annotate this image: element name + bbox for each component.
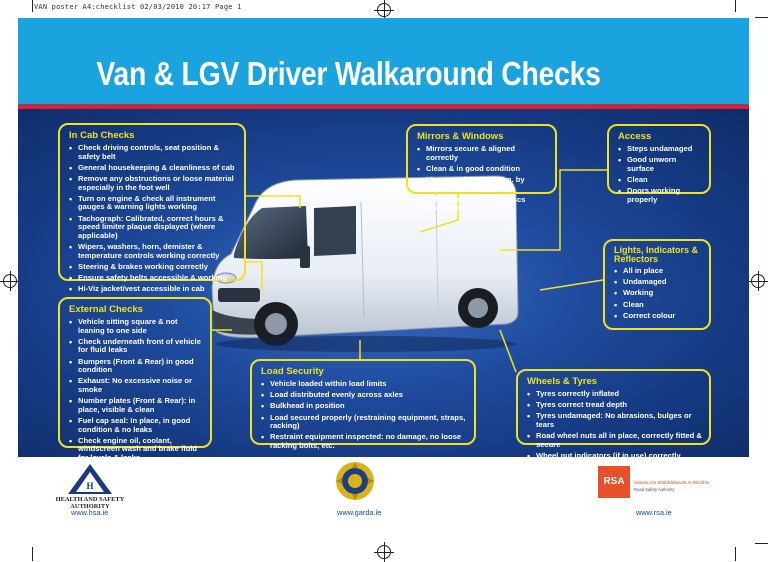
access-panel: Access Steps undamaged Good unworn surfa…: [607, 124, 711, 204]
rsa-name: Road Safety Authority: [634, 487, 675, 492]
registration-mark: [0, 271, 20, 291]
garda-link[interactable]: www.garda.ie: [337, 508, 382, 517]
checklist-item: Check driving controls, seat position & …: [69, 143, 238, 161]
checklist-item: Correct colour: [614, 311, 703, 320]
title-band: Van & LGV Driver Walkaround Checks: [18, 18, 749, 104]
checklist-item: Working: [614, 289, 703, 298]
checklist-item: View not obstructed e.g. by stickers, et…: [417, 175, 549, 193]
checklist-item: Vehicle sitting square & not leaning to …: [69, 317, 204, 335]
checklist-item: Load secured properly (restraining equip…: [261, 413, 468, 431]
checklist-item: Mirrors secure & aligned correctly: [417, 144, 549, 162]
checklist-item: Vehicle loaded within load limits: [261, 379, 468, 388]
svg-text:H: H: [86, 481, 93, 491]
crop-mark: [755, 17, 768, 18]
checklist-item: Undamaged: [614, 278, 703, 287]
rsa-link[interactable]: www.rsa.ie: [636, 508, 672, 517]
checklist-item: Tyres correct tread depth: [527, 401, 703, 410]
checklist-item: Restraint equipment inspected: no damage…: [261, 432, 468, 450]
registration-mark: [748, 271, 768, 291]
checklist-item: Clean: [614, 300, 703, 309]
lights-indicators-panel: Lights, Indicators & Reflectors All in p…: [603, 239, 711, 330]
checklist-item: Bulkhead in position: [261, 402, 468, 411]
checklist-item: Number plates (Front & Rear): in place, …: [69, 396, 204, 414]
hsa-link[interactable]: www.hsa.ie: [71, 508, 109, 517]
load-security-panel: Load Security Vehicle loaded within load…: [250, 359, 476, 450]
checklist-item: Tyres undamaged: No abrasions, bulges or…: [527, 412, 703, 429]
checklist-item: All in place: [614, 266, 703, 275]
crop-mark: [32, 547, 33, 561]
checklist-item: Exhaust: No excessive noise or smoke: [69, 376, 204, 394]
checklist-item: Load distributed evenly across axles: [261, 391, 468, 400]
checklist-item: Remove any obstructions or loose materia…: [69, 174, 238, 192]
checklist-item: Clean & in good condition: [417, 164, 549, 173]
wheels-tyres-panel: Wheels & Tyres Tyres correctly inflated …: [516, 369, 711, 468]
checklist-item: Clean: [618, 175, 703, 184]
registration-mark: [374, 0, 394, 20]
checklist-item: General housekeeping & cleanliness of ca…: [69, 163, 238, 172]
crop-mark: [735, 0, 736, 12]
rsa-irish-name: Údarás Um Shábháilteacht Ar Bhóithre: [634, 480, 710, 485]
checklist-item: Check engine oil, coolant, windscreen wa…: [69, 436, 204, 463]
checklist-item: Valid insurance & Tax discs displayed: [417, 195, 549, 213]
checklist-item: Wipers, washers, horn, demister & temper…: [69, 242, 238, 260]
external-checks-heading: External Checks: [69, 304, 143, 315]
checklist-item: Doors working properly: [618, 186, 703, 204]
crop-mark: [735, 547, 736, 561]
mirrors-windows-heading: Mirrors & Windows: [417, 131, 504, 142]
checklist-item: Road wheel nuts all in place, correctly …: [527, 431, 703, 449]
access-heading: Access: [618, 131, 652, 142]
external-checks-panel: External Checks Vehicle sitting square &…: [58, 297, 212, 462]
mirrors-windows-panel: Mirrors & Windows Mirrors secure & align…: [406, 124, 557, 212]
checklist-item: Check underneath front of vehicle for fl…: [69, 337, 204, 355]
checklist-item: Fuel cap seal: In place, in good conditi…: [69, 416, 204, 434]
load-security-heading: Load Security: [261, 366, 324, 377]
checklist-item: Tyres correctly inflated: [527, 389, 703, 398]
registration-mark: [374, 542, 394, 562]
in-cab-checks-heading: In Cab Checks: [69, 130, 135, 141]
rsa-logo-icon: RSA: [598, 466, 630, 498]
checklist-item: Good unworn surface: [618, 155, 703, 173]
wheels-tyres-heading: Wheels & Tyres: [527, 376, 598, 387]
checklist-item: Hi-Viz jacket/vest accessible in cab: [69, 284, 238, 293]
garda-crest-icon: [336, 462, 374, 500]
checklist-item: Wheel nut indicators (if in use) correct…: [527, 451, 703, 469]
checklist-item: Turn on engine & check all instrument ga…: [69, 194, 238, 212]
hsa-logo-icon: H: [68, 464, 112, 494]
checklist-item: Ensure safety belts accessible & working: [69, 273, 238, 282]
hsa-name: HEALTH AND SAFETY AUTHORITY: [55, 496, 125, 510]
crop-mark: [32, 0, 33, 12]
crop-mark: [755, 543, 768, 544]
checklist-item: Tachograph: Calibrated, correct hours & …: [69, 214, 238, 241]
checklist-item: Steps undamaged: [618, 144, 703, 153]
checklist-item: Steering & brakes working correctly: [69, 262, 238, 271]
checklist-item: Bumpers (Front & Rear) in good condition: [69, 357, 204, 375]
in-cab-checks-panel: In Cab Checks Check driving controls, se…: [58, 123, 246, 294]
poster-title: Van & LGV Driver Walkaround Checks: [96, 55, 601, 92]
lights-indicators-heading: Lights, Indicators & Reflectors: [614, 245, 699, 264]
red-stripe: [18, 104, 749, 109]
print-slug: VAN poster A4:checklist 02/03/2010 20:17…: [34, 3, 242, 11]
